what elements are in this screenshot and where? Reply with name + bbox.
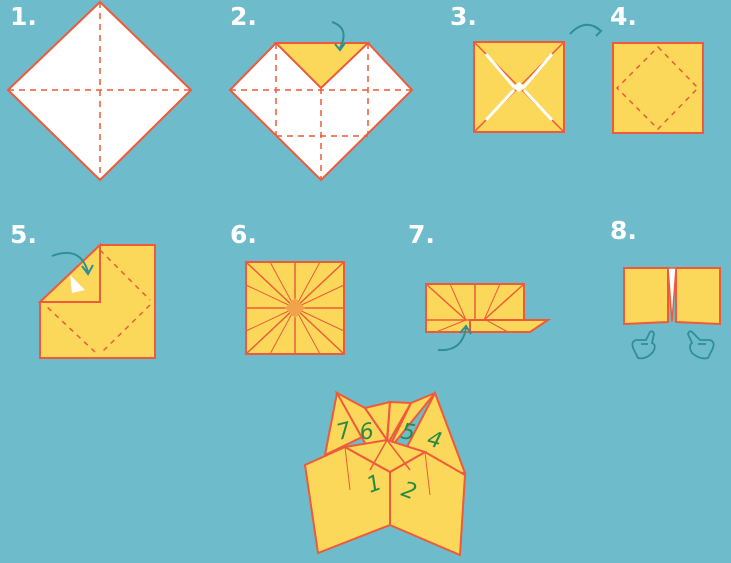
step-3-square	[474, 42, 564, 132]
right-finger-icon	[688, 331, 714, 358]
left-finger-icon	[632, 331, 654, 358]
step-4-square	[613, 43, 703, 133]
step-7-strip	[426, 284, 548, 350]
step-8-pockets	[624, 268, 720, 358]
step-6-square	[246, 262, 344, 354]
step-5-square	[40, 245, 155, 358]
final-fortune-teller	[305, 393, 465, 555]
flip-arrow-icon	[570, 25, 601, 36]
step-1-diamond	[8, 2, 191, 180]
step-2-fold-corner	[230, 22, 412, 180]
